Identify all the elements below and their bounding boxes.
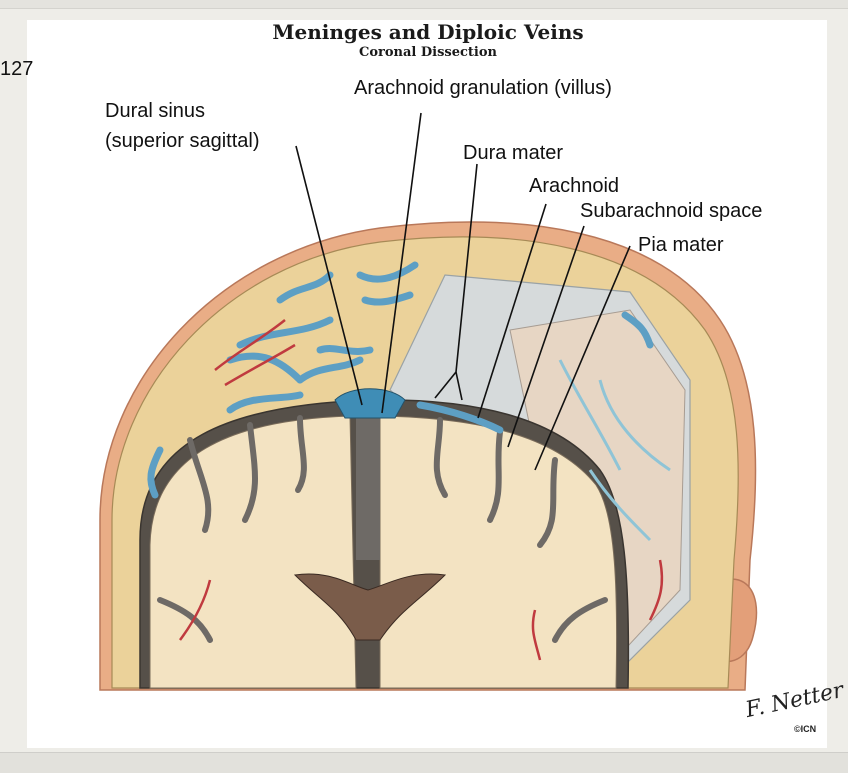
- sulcus-6: [537, 457, 558, 548]
- top-toolbar: [0, 0, 848, 9]
- leader-lines: [295, 112, 631, 471]
- figure-title: Meninges and Diploic Veins: [272, 20, 584, 44]
- sulcus-4: [433, 417, 448, 498]
- label-dural-sinus-line1: Dural sinus: [105, 100, 206, 122]
- label-arachnoid: Arachnoid: [529, 175, 620, 197]
- cerebral-veins: [558, 359, 671, 542]
- label-dural-sinus: Dural sinus (superior sagittal): [105, 96, 260, 156]
- diploic-veins: [147, 261, 654, 499]
- label-subarachnoid-space: Subarachnoid space: [580, 200, 763, 222]
- label-dural-sinus-line2: (superior sagittal): [105, 130, 260, 152]
- sulcus-1: [187, 437, 212, 533]
- leader-dural-sinus: [295, 145, 363, 406]
- sulcus-5: [487, 429, 503, 523]
- leader-pia-mater: [534, 245, 631, 471]
- label-dura-mater: Dura mater: [463, 142, 564, 164]
- leader-dura-mater-b: [455, 371, 463, 401]
- page-number: 127: [0, 58, 34, 80]
- meningeal-arteries: [178, 319, 664, 661]
- sulcus-2: [242, 422, 258, 523]
- label-pia-mater: Pia mater: [638, 234, 724, 256]
- bottom-statusbar: [0, 752, 848, 773]
- sulcus-7: [157, 597, 213, 643]
- figure-subtitle: Coronal Dissection: [359, 45, 497, 60]
- leader-subarachnoid-space: [507, 225, 585, 448]
- sulcus-8: [552, 597, 608, 643]
- label-arachnoid-granulation: Arachnoid granulation (villus): [354, 77, 612, 99]
- lateral-ventricles: [293, 573, 447, 641]
- icn-mark: ©ICN: [794, 724, 817, 734]
- leader-arachnoid-granulation: [381, 112, 422, 414]
- superior-sagittal-sinus: [334, 388, 406, 419]
- longitudinal-fissure: [356, 410, 380, 560]
- sulcus-3: [295, 415, 307, 493]
- leader-arachnoid: [477, 203, 547, 419]
